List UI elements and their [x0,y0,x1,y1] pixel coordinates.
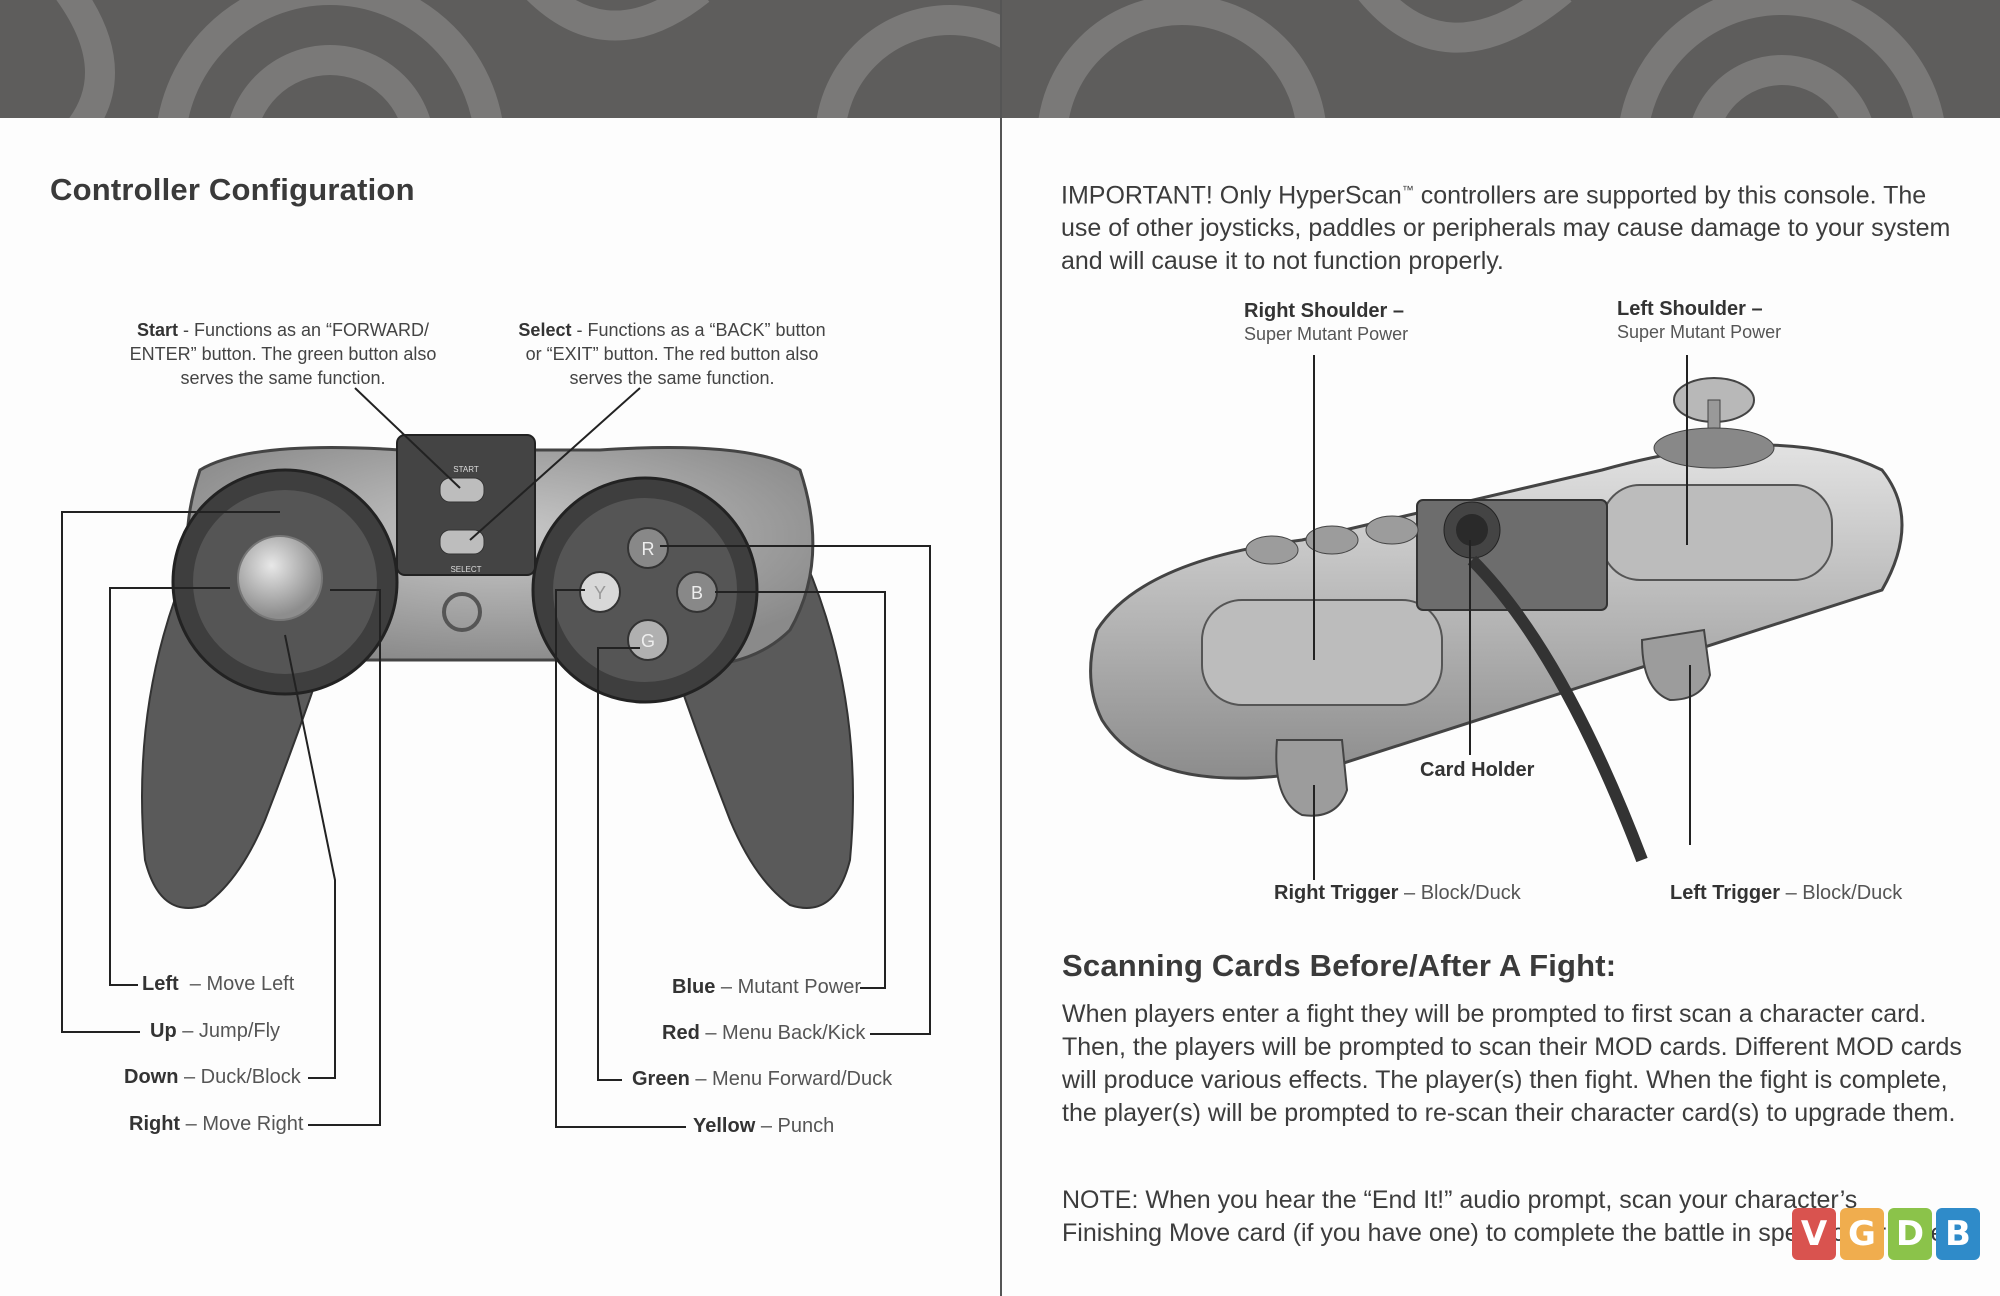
label-left-trigger-action: – Block/Duck [1780,882,1903,904]
label-left-shoulder: Left Shoulder – Super Mutant Power [1617,298,1781,344]
label-right-shoulder-sub: Super Mutant Power [1244,324,1409,344]
start-callout: Start - Functions as an “FORWARD/ ENTER”… [118,318,448,390]
watermark-tile-g: G [1840,1208,1884,1260]
b-button-text: B [691,583,703,603]
label-up-name: Up [150,1020,177,1042]
select-button-text: SELECT [450,565,481,574]
start-callout-text: - Functions as an “FORWARD/ ENTER” butto… [129,320,437,388]
celtic-knot-pattern-right [1038,0,1944,118]
g-button [627,619,669,661]
left-trigger [1640,628,1712,702]
center-panel [396,434,536,576]
label-right-trigger-action: – Block/Duck [1398,882,1521,904]
label-down-action: – Duck/Block [184,1066,301,1088]
analog-stick [237,535,323,621]
label-card-holder: Card Holder [1420,759,1534,782]
rear-leader-lines [1313,355,1691,880]
label-right-name: Right [129,1113,181,1135]
important-text-a: Only HyperScan [1212,181,1402,210]
r-button [627,527,669,569]
label-down-name: Down [124,1066,179,1088]
watermark-tile-b: B [1936,1208,1980,1260]
label-red-name: Red [662,1022,700,1044]
right-shoulder-button [1201,599,1443,706]
label-left-shoulder-sub: Super Mutant Power [1617,322,1782,342]
y-button-text: Y [594,583,606,603]
select-callout-text: - Functions as a “BACK” button or “EXIT”… [525,320,826,388]
label-right-shoulder: Right Shoulder – Super Mutant Power [1244,300,1408,346]
label-red-action: – Menu Back/Kick [705,1022,866,1044]
important-text-b: controllers are supported by this consol… [1061,181,1951,276]
watermark-tile-d: D [1888,1208,1932,1260]
right-trigger [1275,739,1349,817]
label-yellow-action: – Punch [760,1115,835,1137]
label-right-trigger-name: Right Trigger [1274,882,1399,904]
label-left-action: – Move Left [189,973,295,995]
label-green-action: – Menu Forward/Duck [695,1068,893,1090]
label-right-trigger: Right Trigger – Block/Duck [1274,882,1521,905]
label-up-action: – Jump/Fly [182,1020,281,1042]
celtic-knot-pattern [56,0,1000,118]
left-shoulder-button [1601,484,1833,581]
label-card-holder-name: Card Holder [1420,759,1535,781]
y-button [579,571,621,613]
label-left-trigger: Left Trigger – Block/Duck [1670,882,1902,905]
page-title: Controller Configuration [50,172,415,207]
controller-cable [1467,555,1648,863]
label-yellow-name: Yellow [693,1115,756,1137]
label-left-shoulder-dash: – [1745,298,1763,320]
hyperscan-logo-icon [442,592,482,632]
label-right: Right – Move Right [129,1113,304,1136]
leader-lines [61,387,931,1128]
scanning-heading: Scanning Cards Before/After A Fight: [1062,948,1617,983]
label-down: Down – Duck/Block [124,1066,301,1089]
start-button-text: START [453,465,479,474]
scanning-paragraph: When players enter a fight they will be … [1062,1000,1962,1127]
label-yellow: Yellow – Punch [693,1115,834,1138]
label-blue-name: Blue [672,976,716,998]
important-notice: IMPORTANT! Only HyperScan™ controllers a… [1061,174,1961,278]
label-green: Green – Menu Forward/Duck [632,1068,892,1091]
label-left-shoulder-name: Left Shoulder [1617,298,1746,320]
card-holder-slot [1416,499,1608,611]
label-green-name: Green [632,1068,690,1090]
select-callout-name: Select [518,320,572,340]
label-up: Up – Jump/Fly [150,1020,280,1043]
label-left-trigger-name: Left Trigger [1670,882,1781,904]
watermark-tile-v: V [1792,1208,1836,1260]
right-manual-page: IMPORTANT! Only HyperScan™ controllers a… [1000,0,2000,1296]
decorative-banner-right [1002,0,2000,118]
label-left: Left – Move Left [142,973,294,996]
label-left-name: Left [142,973,179,995]
label-right-shoulder-dash: – [1387,300,1405,322]
g-button-text: G [641,631,655,651]
label-right-action: – Move Right [185,1113,304,1135]
controller-back-diagram [1089,355,1904,880]
vgdb-watermark: V G D B [1792,1208,1980,1260]
decorative-banner [0,0,1000,118]
controller-front-diagram: START SELECT R Y B G [61,387,931,1128]
note-lead: NOTE: [1062,1186,1139,1214]
start-callout-name: Start [136,320,178,340]
select-callout: Select - Functions as a “BACK” button or… [512,318,832,390]
left-manual-page: Controller Configuration Start - Functio… [0,0,1000,1138]
label-red: Red – Menu Back/Kick [662,1022,865,1045]
label-blue-action: – Mutant Power [720,976,861,998]
label-blue: Blue – Mutant Power [672,976,861,999]
trademark-mark: ™ [1401,183,1414,197]
label-right-shoulder-name: Right Shoulder [1244,300,1388,322]
important-lead: IMPORTANT! [1061,181,1213,210]
r-button-text: R [642,539,655,559]
